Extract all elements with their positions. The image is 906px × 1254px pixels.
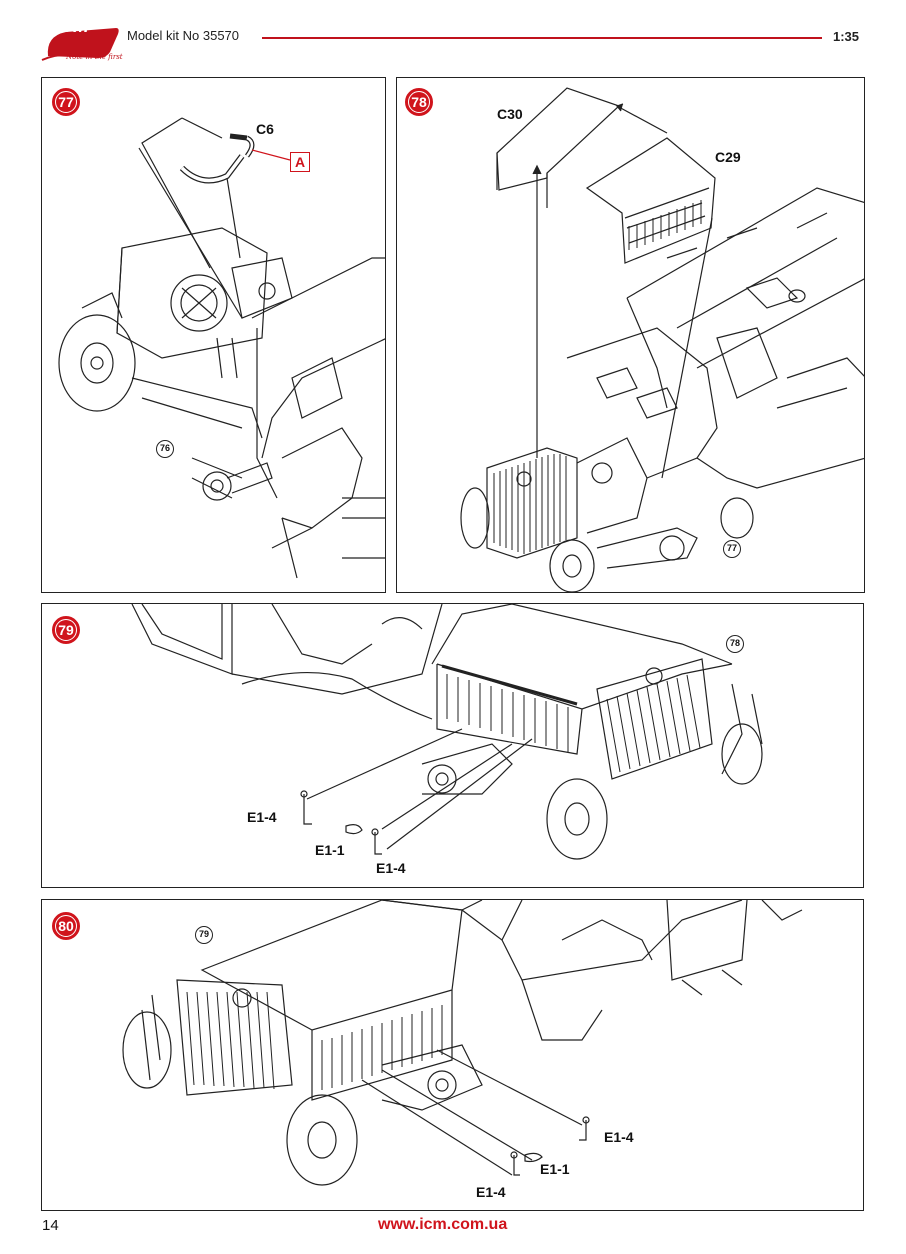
step-78-illustration (460, 87, 864, 592)
kit-scale: 1:35 (833, 29, 860, 44)
step-77-panel: 77 76 C6 A (41, 77, 386, 593)
step-79-badge: 79 (52, 616, 80, 644)
logo-text: ICM (54, 16, 89, 37)
step-80-badge: 80 (52, 912, 80, 940)
step-79-ref-badge: 78 (726, 635, 744, 653)
part-label-e1-1: E1-1 (315, 842, 345, 858)
part-label-e1-4-left: E1-4 (247, 809, 277, 825)
icm-logo (41, 28, 119, 61)
part-label-c6: C6 (256, 121, 274, 137)
part-label-c30: C30 (497, 106, 523, 122)
website-link[interactable]: www.icm.com.ua (378, 1216, 508, 1233)
part-label-e1-4-right: E1-4 (604, 1129, 634, 1145)
page-header: ICM Note in the first Model kit No 35570… (0, 0, 906, 70)
part-label-e1-1: E1-1 (540, 1161, 570, 1177)
part-label-e1-4-right: E1-4 (376, 860, 406, 876)
logo-tagline: Note in the first (66, 53, 123, 61)
step-78-ref-badge: 77 (723, 540, 741, 558)
callout-a: A (290, 152, 310, 172)
header-divider (262, 37, 822, 39)
step-80-panel: 80 79 E1-4 E1-1 E1-4 (41, 899, 864, 1211)
step-77-illustration (58, 117, 385, 579)
part-label-e1-4-bottom: E1-4 (476, 1184, 506, 1200)
step-79-illustration (131, 604, 763, 860)
kit-title: Model kit No 35570 (127, 28, 240, 43)
step-80-illustration (122, 900, 803, 1186)
page-number: 14 (42, 1217, 59, 1234)
step-80-ref-badge: 79 (195, 926, 213, 944)
step-77-badge: 77 (52, 88, 80, 116)
step-79-panel: 79 78 E1-4 E1-1 E1-4 (41, 603, 864, 888)
step-78-panel: 78 77 C30 C29 (396, 77, 865, 593)
step-77-ref-badge: 76 (156, 440, 174, 458)
part-label-c29: C29 (715, 149, 741, 165)
step-78-badge: 78 (405, 88, 433, 116)
